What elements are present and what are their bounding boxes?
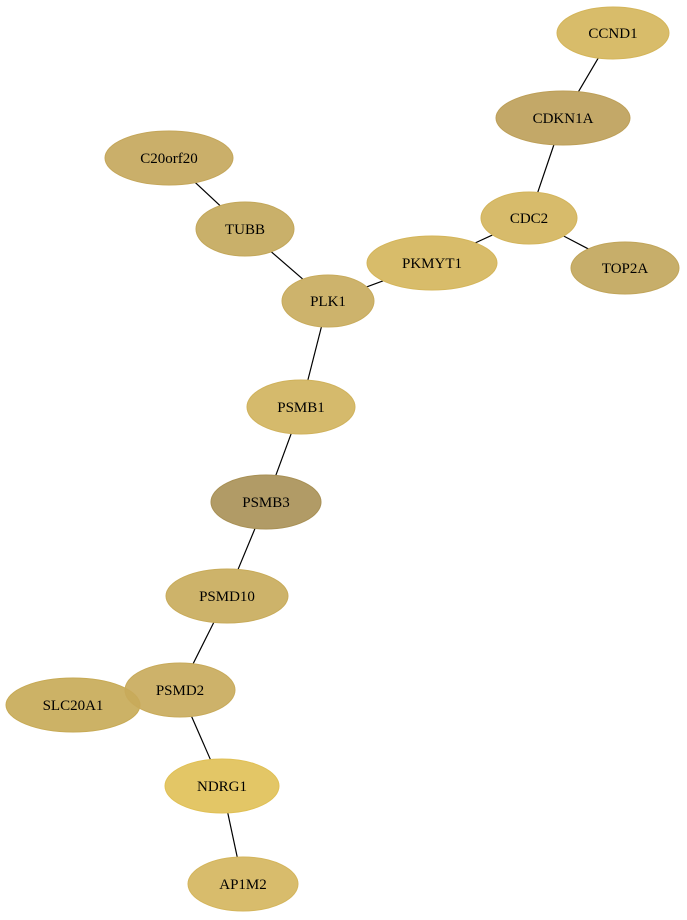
node-psmb1[interactable]: PSMB1 [246,379,356,435]
edge-cdc2-pkmyt1 [475,234,493,244]
node-ellipse [556,6,670,60]
node-label: CCND1 [588,26,637,42]
node-ellipse [246,379,356,435]
node-ellipse [281,274,375,328]
node-label: C20orf20 [140,151,198,167]
edge-ndrg1-ap1m2 [227,812,238,858]
node-psmd2[interactable]: PSMD2 [124,662,236,718]
node-ellipse [480,191,578,245]
node-ellipse [570,241,680,295]
node-ellipse [165,568,289,624]
node-ccnd1[interactable]: CCND1 [556,6,670,60]
node-psmd10[interactable]: PSMD10 [165,568,289,624]
node-label: TUBB [225,222,265,238]
node-ellipse [164,758,280,814]
node-ellipse [104,130,234,186]
node-label: AP1M2 [219,877,267,893]
edge-psmb3-psmd10 [237,528,256,570]
node-label: CDC2 [510,211,548,227]
node-ellipse [210,474,322,530]
node-ellipse [366,235,498,291]
node-ndrg1[interactable]: NDRG1 [164,758,280,814]
edge-psmd2-ndrg1 [190,716,211,760]
edge-ccnd1-cdkn1a [577,57,599,93]
edge-tubb-plk1 [270,251,304,280]
node-slc20a1[interactable]: SLC20A1 [5,677,141,733]
node-label: PLK1 [310,294,346,310]
node-tubb[interactable]: TUBB [195,201,295,257]
node-ellipse [187,856,299,912]
edge-psmd10-psmd2 [192,622,215,665]
node-label: PSMD10 [199,589,255,605]
node-cdkn1a[interactable]: CDKN1A [495,90,631,146]
edge-c20orf20-tubb [194,182,221,207]
node-ellipse [195,201,295,257]
node-top2a[interactable]: TOP2A [570,241,680,295]
node-label: PKMYT1 [402,256,462,272]
node-label: PSMD2 [156,683,204,699]
node-psmb3[interactable]: PSMB3 [210,474,322,530]
edge-layer [190,57,599,858]
edge-psmb1-psmb3 [275,433,292,476]
node-label: PSMB3 [242,495,290,511]
node-pkmyt1[interactable]: PKMYT1 [366,235,498,291]
node-c20orf20[interactable]: C20orf20 [104,130,234,186]
edge-cdc2-top2a [563,235,589,250]
node-label: TOP2A [602,261,649,277]
edge-pkmyt1-plk1 [366,280,384,288]
node-plk1[interactable]: PLK1 [281,274,375,328]
node-label: CDKN1A [533,111,594,127]
node-cdc2[interactable]: CDC2 [480,191,578,245]
node-ap1m2[interactable]: AP1M2 [187,856,299,912]
node-label: SLC20A1 [43,698,104,714]
edge-cdkn1a-cdc2 [537,144,555,193]
node-ellipse [495,90,631,146]
edge-plk1-psmb1 [307,326,323,381]
node-label: PSMB1 [277,400,325,416]
node-label: NDRG1 [197,779,247,795]
node-ellipse [124,662,236,718]
